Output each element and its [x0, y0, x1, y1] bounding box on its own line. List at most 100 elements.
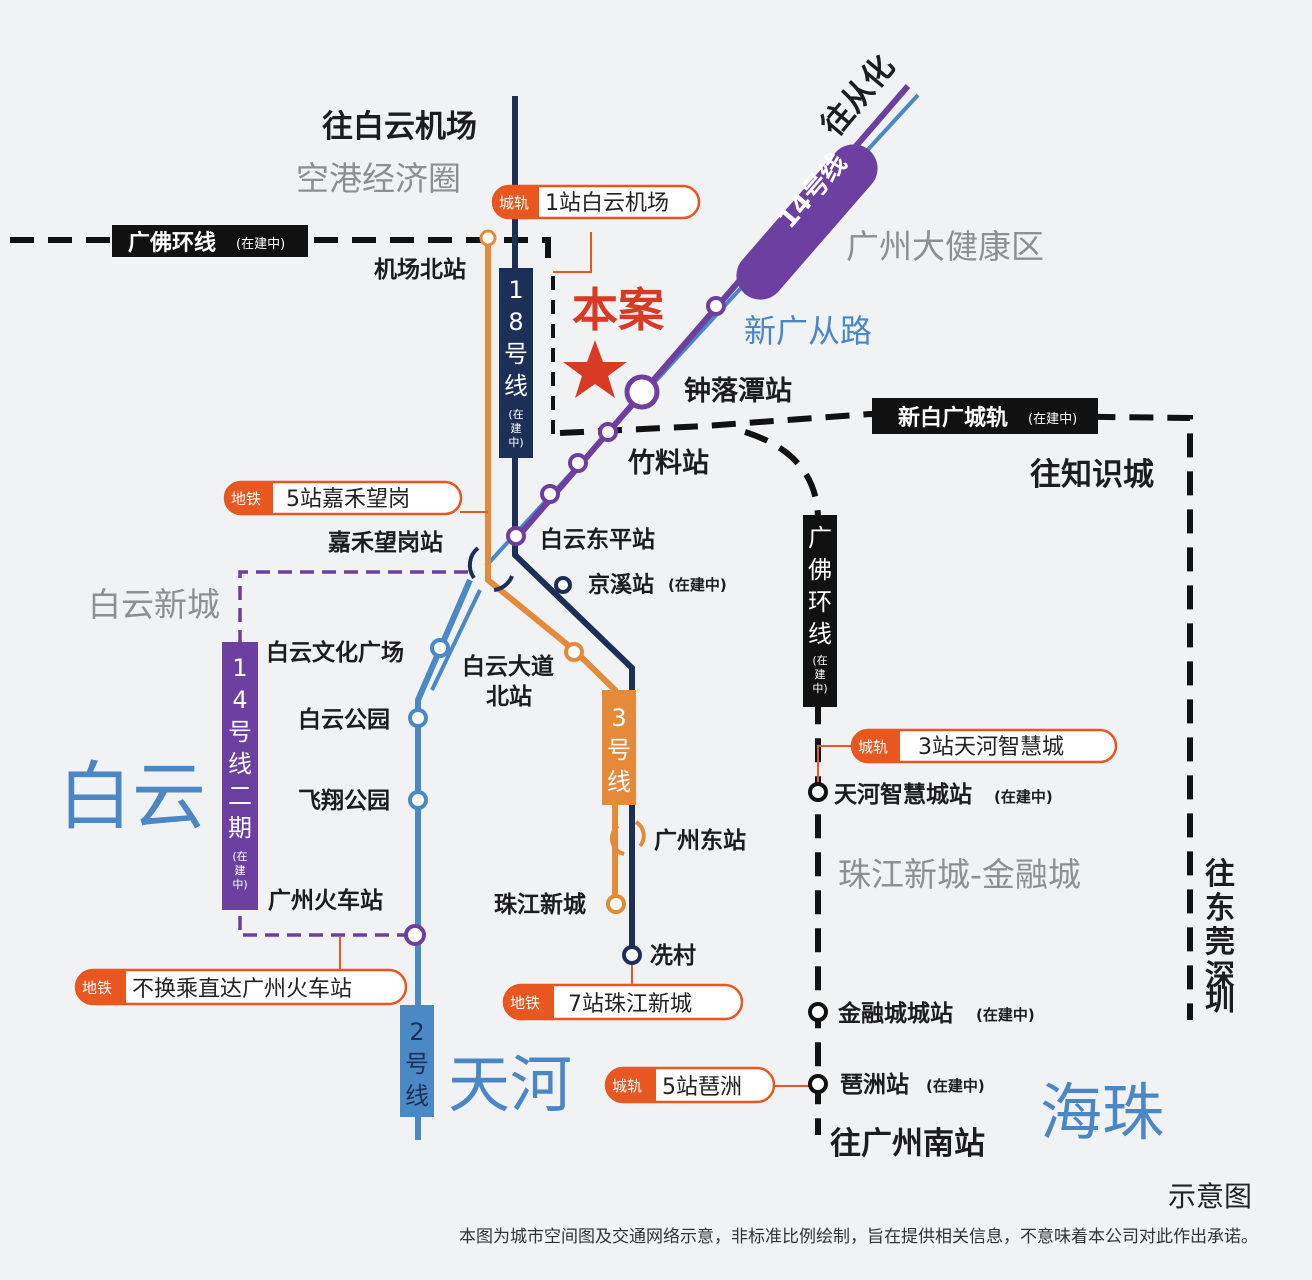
svg-text:城轨: 城轨 — [858, 738, 888, 756]
station-dot-line14 — [540, 484, 560, 504]
svg-text:1站白云机场: 1站白云机场 — [545, 191, 669, 216]
svg-text:往白云机场: 往白云机场 — [322, 109, 477, 145]
svg-text:白云文化广场: 白云文化广场 — [266, 639, 404, 666]
svg-text:建: 建 — [511, 421, 522, 435]
svg-text:(在建中): (在建中) — [668, 576, 727, 594]
area-labels: 空港经济圈 广州大健康区 新广从路 白云新城 珠江新城-金融城 — [88, 159, 1081, 894]
project-boundary — [551, 232, 592, 434]
project-marker: 本案 — [563, 283, 665, 398]
guangfo-vertical-label-box: 广 佛 环 线 (在 建 中) — [803, 515, 837, 707]
svg-text:天河: 天河 — [448, 1048, 572, 1121]
svg-text:建: 建 — [235, 863, 246, 877]
station-dot-zhujiang-new-town — [606, 894, 626, 914]
svg-text:珠江新城: 珠江新城 — [494, 891, 586, 918]
svg-text:圳: 圳 — [1205, 983, 1235, 1018]
station-dot-airport-north — [479, 229, 497, 247]
callout-zhujiang: 地铁 7站珠江新城 — [502, 983, 744, 1021]
svg-text:新广从路: 新广从路 — [744, 312, 872, 350]
svg-text:8: 8 — [508, 308, 523, 336]
station-dot-zhongluotan — [624, 374, 660, 410]
svg-text:地铁: 地铁 — [231, 490, 261, 508]
line14-phase2-label-box: 1 4 号 线 二 期 (在 建 中) — [222, 642, 258, 910]
svg-text:深: 深 — [1205, 959, 1235, 994]
callout-tianhe-smart-city: 城轨 3站天河智慧城 — [850, 728, 1118, 764]
svg-text:(在: (在 — [508, 408, 523, 421]
svg-text:往: 往 — [1205, 857, 1235, 892]
svg-text:本案: 本案 — [572, 283, 665, 337]
svg-text:白云公园: 白云公园 — [298, 706, 390, 733]
guangfo-loop-line-vertical — [744, 429, 821, 1135]
svg-text:(在建中): (在建中) — [1028, 412, 1077, 427]
callout-airport: 城轨 1站白云机场 — [491, 184, 701, 220]
svg-text:7站珠江新城: 7站珠江新城 — [568, 992, 692, 1017]
svg-text:天河智慧城站: 天河智慧城站 — [834, 781, 972, 808]
svg-text:(在建中): (在建中) — [926, 1077, 985, 1095]
svg-text:地铁: 地铁 — [82, 979, 112, 997]
station-dot-baiyun-avenue-north — [564, 642, 584, 662]
svg-text:地铁: 地铁 — [510, 994, 540, 1012]
xinbaiguang-label-box: 新白广城轨 (在建中) — [872, 398, 1098, 434]
interchange-arrows-icon — [467, 546, 646, 856]
svg-text:本图为城市空间图及交通网络示意，非标准比例绘制，旨在提供相关: 本图为城市空间图及交通网络示意，非标准比例绘制，旨在提供相关信息，不意味着本公司… — [459, 1227, 1258, 1247]
station-dot-baiyun-park — [408, 708, 428, 728]
svg-text:金融城城站: 金融城城站 — [837, 1000, 953, 1027]
station-dot-baiyun-dongping — [506, 526, 526, 546]
svg-text:东: 东 — [1205, 891, 1235, 926]
station-dot-pazhou — [808, 1074, 828, 1094]
svg-text:(在: (在 — [232, 850, 247, 863]
svg-text:号: 号 — [228, 718, 252, 746]
line2-label-box: 2 号 线 — [400, 1005, 434, 1117]
svg-text:京溪站: 京溪站 — [588, 572, 654, 598]
svg-text:广州大健康区: 广州大健康区 — [846, 227, 1044, 266]
svg-text:空港经济圈: 空港经济圈 — [296, 159, 461, 198]
star-icon — [563, 340, 627, 398]
svg-text:机场北站: 机场北站 — [374, 257, 466, 283]
svg-text:线: 线 — [504, 372, 528, 400]
station-dot-guangzhou-railway — [404, 924, 426, 946]
svg-text:号: 号 — [504, 340, 528, 368]
svg-text:往广州南站: 往广州南站 — [830, 1126, 985, 1162]
footer: 示意图 本图为城市空间图及交通网络示意，非标准比例绘制，旨在提供相关信息，不意味… — [459, 1180, 1258, 1247]
callout-pazhou: 城轨 5站琶洲 — [604, 1066, 776, 1104]
svg-text:环: 环 — [808, 588, 832, 616]
station-labels: 机场北站 钟落潭站 竹料站 白云东平站 京溪站 (在建中) 嘉禾望岗站 白云文化… — [266, 257, 1053, 1098]
svg-text:(在建中): (在建中) — [236, 237, 285, 252]
svg-text:琶洲站: 琶洲站 — [840, 1072, 909, 1098]
svg-text:建: 建 — [815, 667, 826, 681]
svg-text:1: 1 — [232, 654, 247, 682]
line14-phase2-dashed — [238, 570, 468, 937]
svg-text:(在建中): (在建中) — [994, 788, 1053, 806]
svg-text:5站琶洲: 5站琶洲 — [662, 1075, 742, 1100]
svg-text:示意图: 示意图 — [1168, 1180, 1252, 1213]
svg-text:中): 中) — [812, 682, 827, 695]
svg-text:线: 线 — [228, 750, 252, 778]
xinbaiguang-intercity-line — [559, 410, 1193, 1020]
svg-text:城轨: 城轨 — [612, 1077, 642, 1095]
svg-text:4: 4 — [232, 686, 247, 714]
svg-text:白云新城: 白云新城 — [88, 585, 220, 624]
svg-text:(在: (在 — [812, 654, 827, 667]
svg-text:(在建中): (在建中) — [976, 1006, 1035, 1024]
station-dot-jingxi — [554, 576, 572, 594]
line18-label-box: 1 8 号 线 (在 建 中) — [499, 268, 533, 458]
svg-text:城轨: 城轨 — [499, 194, 529, 212]
svg-text:3站天河智慧城: 3站天河智慧城 — [918, 735, 1064, 760]
svg-text:不换乘直达广州火车站: 不换乘直达广州火车站 — [132, 977, 352, 1002]
svg-text:3: 3 — [611, 704, 626, 732]
svg-text:中): 中) — [232, 878, 247, 891]
station-dot-line14 — [706, 296, 726, 316]
stations — [404, 229, 828, 1094]
station-dot-line14 — [598, 422, 618, 442]
svg-text:佛: 佛 — [808, 556, 832, 584]
svg-text:5站嘉禾望岗: 5站嘉禾望岗 — [286, 487, 410, 512]
svg-text:竹料站: 竹料站 — [627, 447, 709, 479]
guangfo-top-label-box: 广佛环线 (在建中) — [112, 225, 308, 257]
svg-text:二: 二 — [228, 782, 252, 810]
svg-text:线: 线 — [808, 620, 832, 648]
svg-text:广州东站: 广州东站 — [654, 827, 746, 854]
svg-text:广州火车站: 广州火车站 — [268, 887, 383, 914]
svg-text:期: 期 — [228, 814, 252, 842]
line2-track — [415, 578, 482, 1140]
svg-text:海珠: 海珠 — [1040, 1076, 1164, 1149]
callout-jiahe: 地铁 5站嘉禾望岗 — [223, 480, 463, 516]
